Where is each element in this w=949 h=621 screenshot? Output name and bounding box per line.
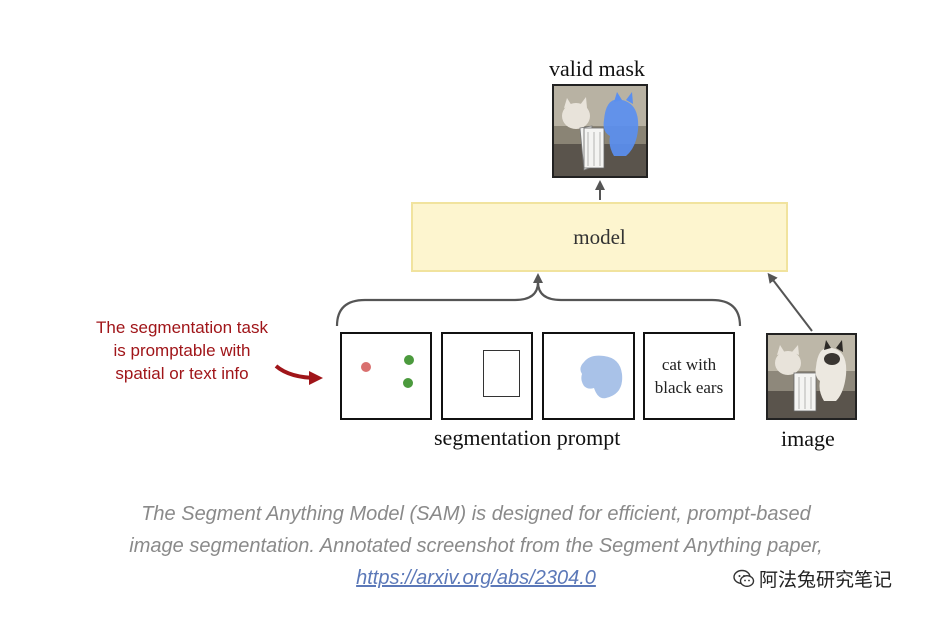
model-box: model — [411, 202, 788, 272]
caption: The Segment Anything Model (SAM) is desi… — [120, 498, 832, 594]
watermark-text: 阿法兔研究笔记 — [759, 569, 893, 591]
prompt-brace — [335, 281, 742, 327]
prompt-group-label: segmentation prompt — [434, 425, 621, 450]
prompt-text-box: cat with black ears — [643, 332, 735, 420]
negative-point-marker — [361, 362, 371, 372]
mask-blob — [580, 355, 623, 399]
image-label: image — [781, 426, 835, 451]
watermark: 阿法兔研究笔记 — [733, 565, 892, 592]
annotation-text: The segmentation task is promptable with… — [96, 318, 268, 383]
bbox-marker — [483, 350, 520, 397]
model-label: model — [573, 224, 626, 249]
positive-point-marker — [403, 378, 413, 388]
arrow-image-to-model — [767, 272, 813, 332]
prompt-mask-box — [542, 332, 635, 420]
valid-mask-photo — [552, 84, 648, 178]
prompt-points-box — [340, 332, 432, 420]
text-prompt: cat with black ears — [654, 355, 724, 397]
prompt-bbox-box — [441, 332, 533, 420]
output-label: valid mask — [549, 56, 645, 81]
caption-text: The Segment Anything Model (SAM) is desi… — [129, 503, 823, 557]
input-image-photo — [766, 333, 857, 420]
wechat-icon — [733, 569, 755, 587]
positive-point-marker — [404, 355, 414, 365]
caption-link[interactable]: https://arxiv.org/abs/2304.0 — [356, 567, 596, 589]
